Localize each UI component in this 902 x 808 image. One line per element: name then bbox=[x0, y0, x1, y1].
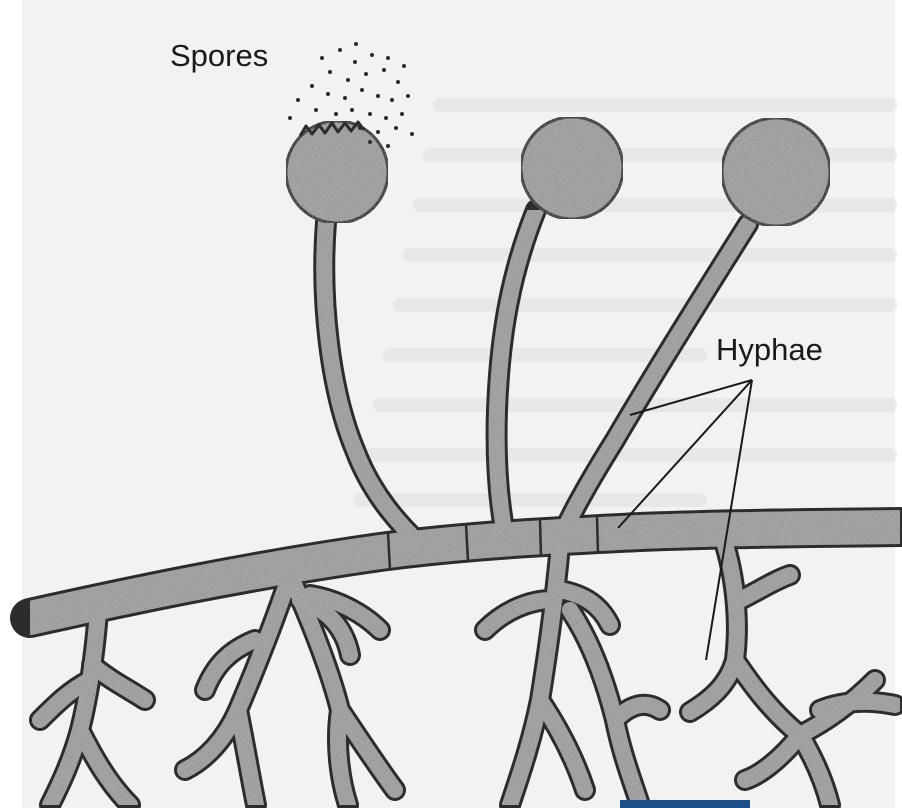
hyphae-label: Hyphae bbox=[716, 332, 823, 367]
spores-label: Spores bbox=[170, 38, 268, 73]
sporangium-2 bbox=[521, 117, 623, 219]
sporangium-1 bbox=[286, 121, 388, 223]
scan-artifact bbox=[620, 800, 750, 808]
sporangium-3 bbox=[722, 118, 830, 226]
left-edge bbox=[0, 0, 22, 808]
